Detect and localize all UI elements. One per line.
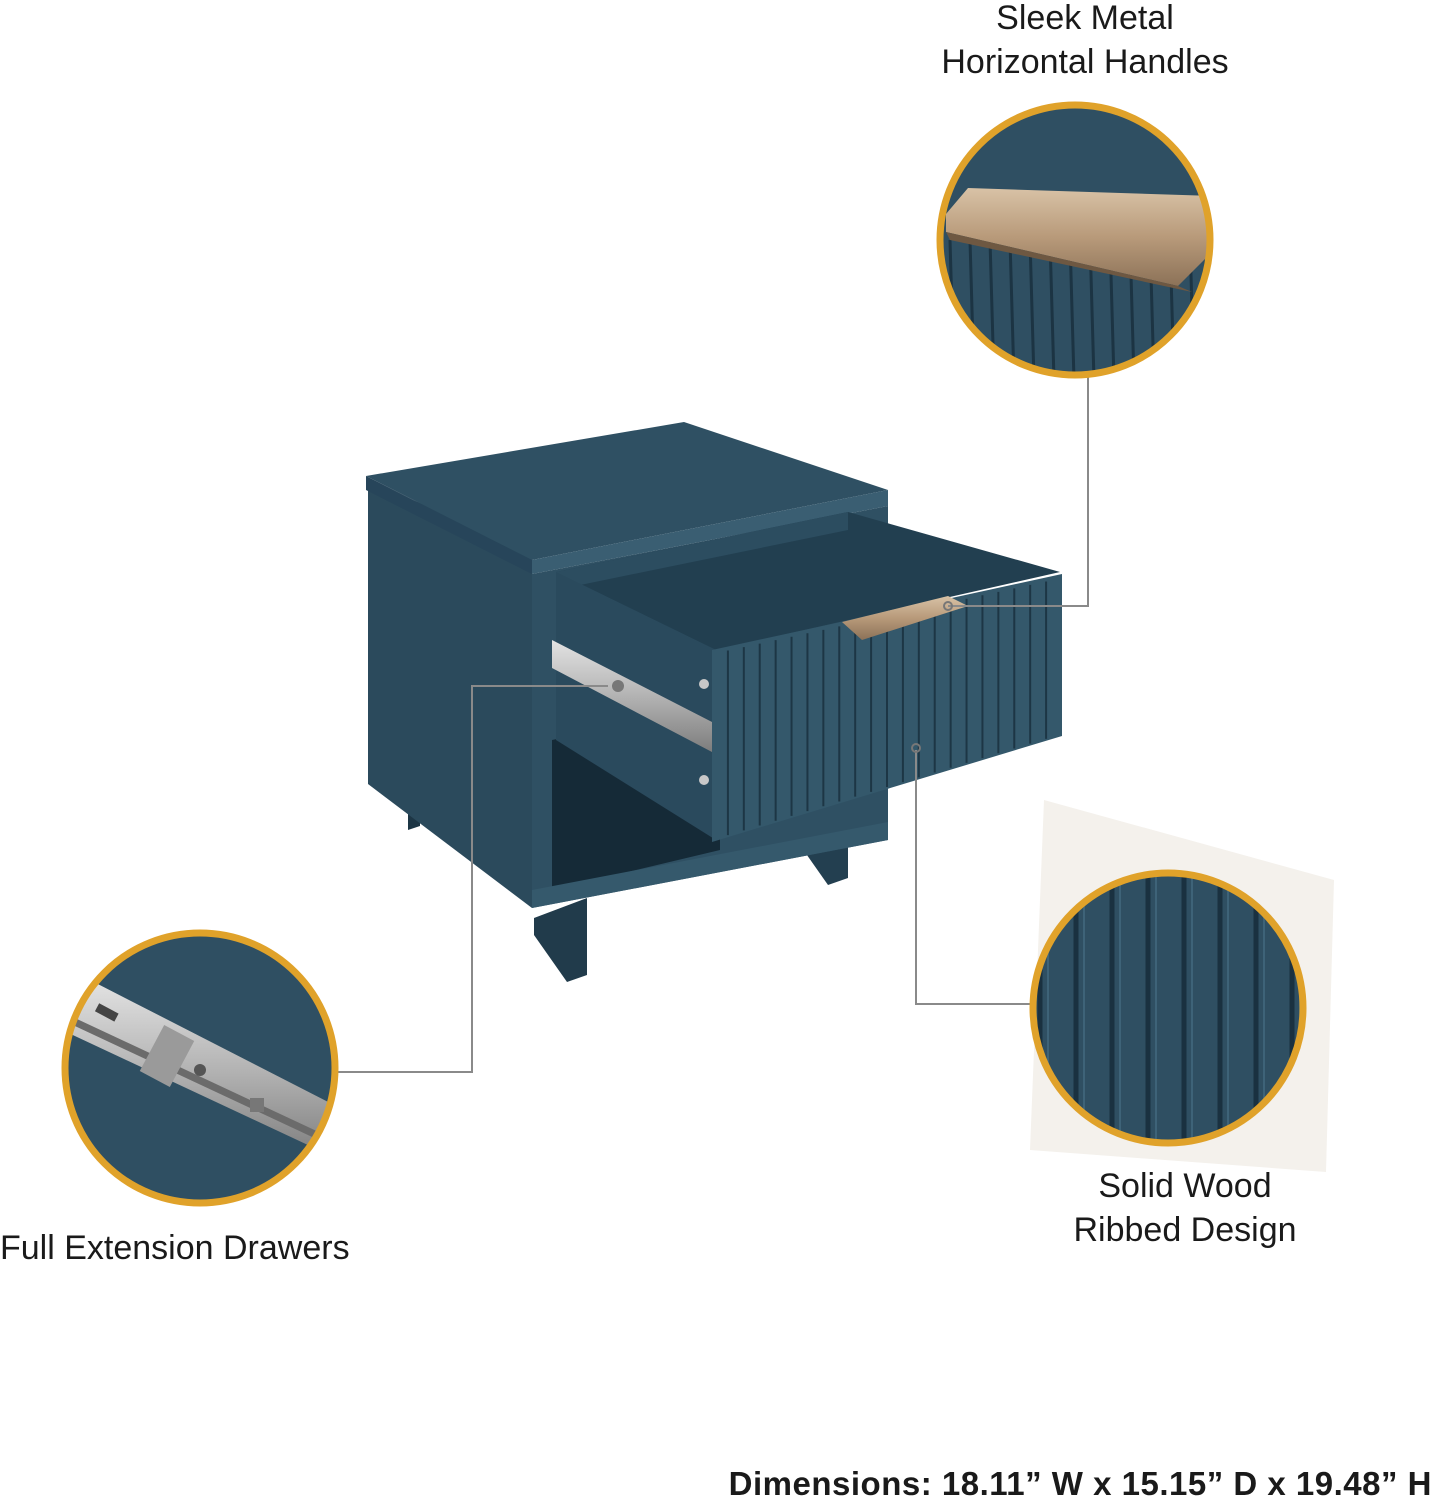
drawer-ribs xyxy=(726,581,1048,836)
ribbed-closeup-icon xyxy=(1029,800,1334,1172)
drawers-line-1: Full Extension Drawers xyxy=(0,1229,350,1267)
handles-line-2: Horizontal Handles xyxy=(941,43,1229,81)
ribbed-line-1: Solid Wood xyxy=(1098,1167,1272,1205)
slide-screw xyxy=(612,680,624,692)
cabinet-top xyxy=(366,422,888,560)
cabinet-side xyxy=(368,482,532,908)
connector-ribbed xyxy=(915,750,1032,1005)
dimensions-text: Dimensions: 18.11” W x 15.15” D x 19.48”… xyxy=(728,1465,1432,1502)
drawer-handle xyxy=(842,596,968,640)
drawer-slide-rail xyxy=(552,640,712,752)
drawer-screw-2 xyxy=(699,775,709,785)
drawer-screw-1 xyxy=(699,679,709,689)
ribbed-line-2: Ribbed Design xyxy=(1073,1211,1297,1249)
drawer-back xyxy=(556,512,848,590)
bottom-rail xyxy=(532,822,888,908)
handle-closeup-icon xyxy=(936,101,1214,379)
drawer-slide-closeup-icon xyxy=(61,929,339,1207)
leg-front xyxy=(534,898,587,982)
rib-line xyxy=(1048,239,1056,375)
connector-handles xyxy=(948,376,1089,607)
top-front-edge xyxy=(532,490,888,574)
connector-drawers xyxy=(336,685,608,1073)
callout-label-ribbed: Solid Wood Ribbed Design xyxy=(1030,1164,1340,1252)
handles-line-1: Sleek Metal xyxy=(996,0,1174,37)
connector-lines xyxy=(336,376,1089,1073)
top-side-edge xyxy=(366,476,532,574)
rib-line xyxy=(1028,239,1036,375)
callout-label-drawers: Full Extension Drawers xyxy=(0,1226,350,1270)
nightstand xyxy=(366,422,1062,982)
callout-label-handles: Sleek Metal Horizontal Handles xyxy=(900,0,1270,84)
